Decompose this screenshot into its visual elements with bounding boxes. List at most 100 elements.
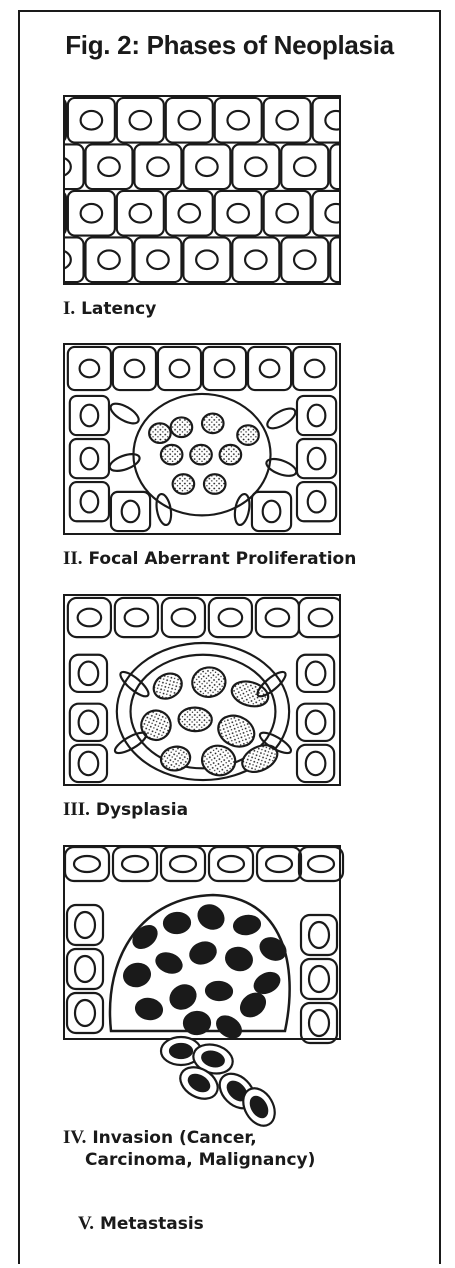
cell-nucleus	[81, 111, 103, 130]
cell-nucleus	[78, 609, 101, 627]
epithelial-cell	[86, 144, 133, 189]
cell-nucleus	[305, 360, 325, 378]
epithelial-cell	[70, 482, 109, 521]
dysplastic-nucleus	[159, 744, 193, 773]
epithelial-cell	[297, 655, 334, 692]
epithelial-cell	[257, 847, 301, 881]
cell-nucleus	[266, 609, 290, 627]
epithelial-cell	[264, 191, 311, 236]
epithelial-cell	[65, 847, 109, 881]
epithelial-cell	[183, 237, 230, 282]
cell-nucleus	[75, 912, 95, 938]
epithelial-cell	[299, 847, 343, 881]
cell-nucleus	[306, 662, 326, 686]
epithelial-cell	[158, 347, 201, 390]
cell-nucleus	[81, 204, 103, 223]
cell-nucleus	[276, 204, 298, 223]
phase-label: Invasion (Cancer,	[92, 1128, 256, 1148]
epithelial-cell	[65, 98, 66, 143]
epithelial-cell	[68, 191, 115, 236]
cell-nucleus	[309, 922, 329, 948]
cell-nucleus	[325, 204, 339, 223]
epithelial-cell	[209, 598, 252, 637]
epithelial-cell	[117, 191, 164, 236]
cell-nucleus	[276, 111, 298, 130]
invasion-cells-drawing	[63, 845, 341, 1120]
cell-nucleus	[81, 405, 99, 427]
cell-nucleus	[294, 157, 316, 176]
cell-nucleus	[325, 111, 339, 130]
epithelial-cell	[264, 98, 311, 143]
epithelial-cell	[330, 237, 339, 282]
epithelial-cell	[111, 492, 150, 531]
epithelial-cell	[183, 144, 230, 189]
epithelial-cell	[297, 439, 336, 478]
cell-nucleus	[172, 609, 195, 627]
cell-nucleus	[308, 405, 326, 427]
cell-nucleus	[308, 856, 334, 872]
cell-nucleus	[79, 711, 99, 735]
cell-nucleus	[80, 360, 100, 378]
phase-caption-metastasis: V. Metastasis	[78, 1213, 204, 1235]
dysplastic-nucleus	[137, 706, 175, 744]
cell-nucleus	[196, 250, 218, 269]
cell-nucleus	[219, 609, 243, 627]
cell-nucleus	[308, 448, 326, 470]
cell-nucleus	[308, 491, 326, 513]
epithelial-cell	[70, 704, 107, 741]
phase-numeral: V.	[78, 1213, 94, 1234]
phase-label: Dysplasia	[96, 800, 188, 820]
epithelial-cell	[134, 144, 181, 189]
epithelial-cell	[70, 396, 109, 435]
cell-nucleus	[245, 250, 267, 269]
epithelial-cell	[215, 98, 262, 143]
cell-nucleus	[75, 956, 95, 982]
epithelial-cell	[297, 396, 336, 435]
atypical-nucleus	[220, 445, 242, 465]
dysplastic-nucleus	[191, 666, 228, 699]
epithelial-cell	[68, 598, 111, 637]
atypical-nucleus	[190, 445, 212, 465]
epithelial-cell	[117, 98, 164, 143]
cell-nucleus	[179, 204, 201, 223]
cell-nucleus	[79, 662, 99, 686]
cell-nucleus	[122, 501, 140, 523]
epithelial-cell	[115, 598, 158, 637]
phase-numeral: II.	[63, 548, 83, 569]
cell-nucleus	[306, 711, 326, 735]
epithelial-cell	[293, 347, 336, 390]
atypical-nucleus	[171, 417, 193, 437]
phase-numeral: I.	[63, 298, 75, 319]
cell-nucleus	[125, 360, 145, 378]
epithelial-cell	[209, 847, 253, 881]
cell-nucleus	[130, 204, 152, 223]
epithelial-cell	[65, 237, 84, 282]
cell-nucleus	[309, 609, 332, 627]
cell-nucleus	[266, 856, 292, 872]
epithelial-cell	[65, 144, 84, 189]
cell-nucleus	[65, 157, 71, 176]
cell-nucleus	[294, 250, 316, 269]
cell-nucleus	[65, 250, 71, 269]
cell-nucleus	[263, 501, 281, 523]
cell-nucleus	[75, 1000, 95, 1026]
latency-illustration	[63, 95, 341, 285]
cell-nucleus	[125, 609, 149, 627]
epithelial-cell	[65, 191, 66, 236]
dysplastic-nucleus	[149, 669, 186, 704]
epithelial-cell	[86, 237, 133, 282]
epithelial-cell	[297, 704, 334, 741]
dysplastic-nucleus	[200, 743, 238, 778]
cell-nucleus	[218, 856, 244, 872]
cell-nucleus	[215, 360, 235, 378]
epithelial-cell	[162, 598, 205, 637]
epithelial-cell	[203, 347, 246, 390]
focal-proliferation-illustration	[63, 343, 341, 535]
phase-label: Metastasis	[100, 1214, 204, 1234]
flattened-nucleus	[154, 493, 173, 526]
epithelial-cell	[68, 347, 111, 390]
epithelial-cell	[134, 237, 181, 282]
atypical-nucleus	[173, 474, 195, 494]
phase-caption-focal-proliferation: II. Focal Aberrant Proliferation	[63, 548, 356, 570]
cell-nucleus	[196, 157, 218, 176]
